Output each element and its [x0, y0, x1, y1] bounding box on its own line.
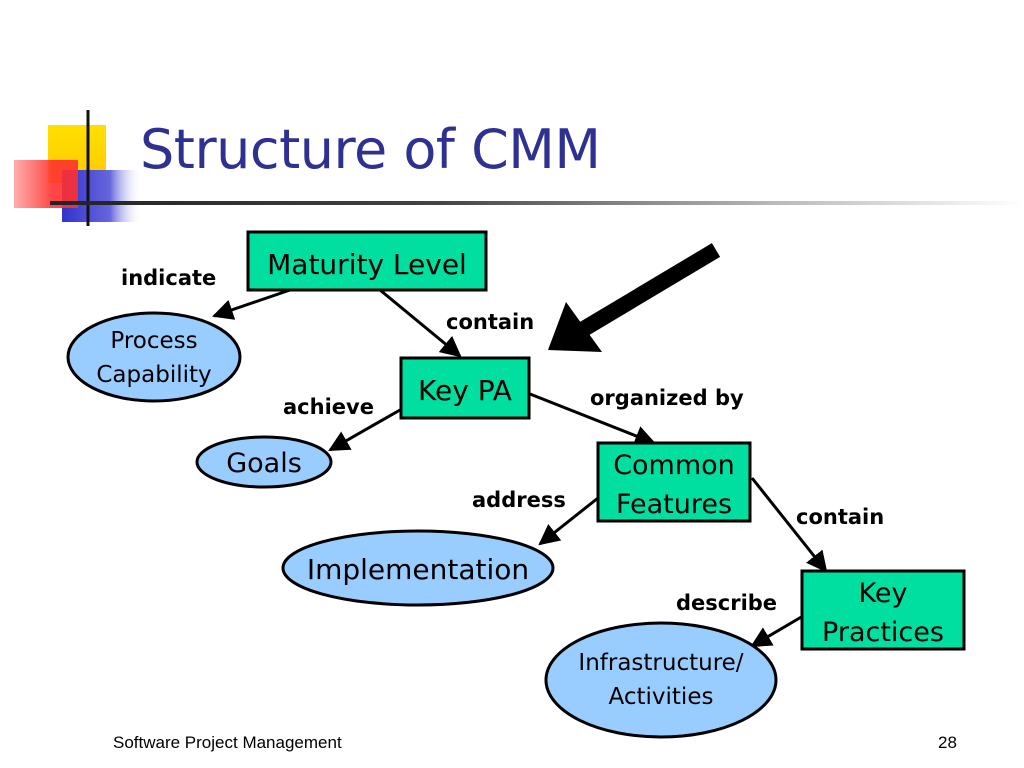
key-practices-label-line2: Practices — [822, 617, 944, 648]
node-infrastructure-activities: Infrastructure/ Activities — [544, 621, 778, 739]
edge-describe — [750, 614, 804, 648]
edge-address — [538, 496, 599, 546]
footer-course-title: Software Project Management — [113, 733, 342, 752]
edge-achieve — [328, 408, 401, 452]
node-goals: Goals — [195, 435, 333, 489]
node-key-pa: Key PA — [399, 356, 531, 420]
implementation-label: Implementation — [307, 553, 529, 586]
node-maturity-level: Maturity Level — [246, 230, 488, 292]
edge-organized-by — [529, 392, 656, 446]
process-capability-label-line1: Process — [110, 328, 197, 354]
node-common-features: Common Features — [596, 441, 752, 523]
common-features-label-line1: Common — [613, 450, 735, 481]
footer-page-number: 28 — [938, 733, 957, 752]
edge-contain-1 — [379, 288, 462, 358]
infrastructure-label-line1: Infrastructure/ — [578, 650, 743, 676]
deco-red-square — [14, 160, 78, 208]
common-features-label-line2: Features — [616, 489, 732, 520]
node-implementation: Implementation — [281, 529, 555, 607]
key-practices-label-line1: Key — [859, 578, 908, 609]
goals-label: Goals — [226, 448, 302, 479]
node-process-capability: Process Capability — [66, 311, 242, 403]
node-key-practices: Key Practices — [800, 569, 966, 651]
edge-label-organized-by: organized by — [590, 386, 744, 410]
key-pa-label: Key PA — [418, 374, 512, 407]
edge-label-indicate: indicate — [121, 266, 216, 290]
edge-label-describe: describe — [676, 591, 777, 615]
edge-label-contain-2: contain — [796, 505, 884, 529]
title-decoration — [14, 110, 142, 226]
pointer-arrow-icon — [548, 243, 721, 352]
edge-label-achieve: achieve — [283, 395, 374, 419]
edge-label-contain-1: contain — [446, 310, 534, 334]
process-capability-label-line2: Capability — [96, 362, 211, 388]
title-underline — [50, 201, 1024, 205]
edge-contain-2 — [750, 477, 828, 573]
edge-indicate — [212, 288, 291, 320]
edge-label-address: address — [472, 488, 566, 512]
infrastructure-label-line2: Activities — [609, 684, 714, 710]
maturity-level-label: Maturity Level — [267, 248, 467, 281]
slide-title: Structure of CMM — [140, 118, 601, 181]
